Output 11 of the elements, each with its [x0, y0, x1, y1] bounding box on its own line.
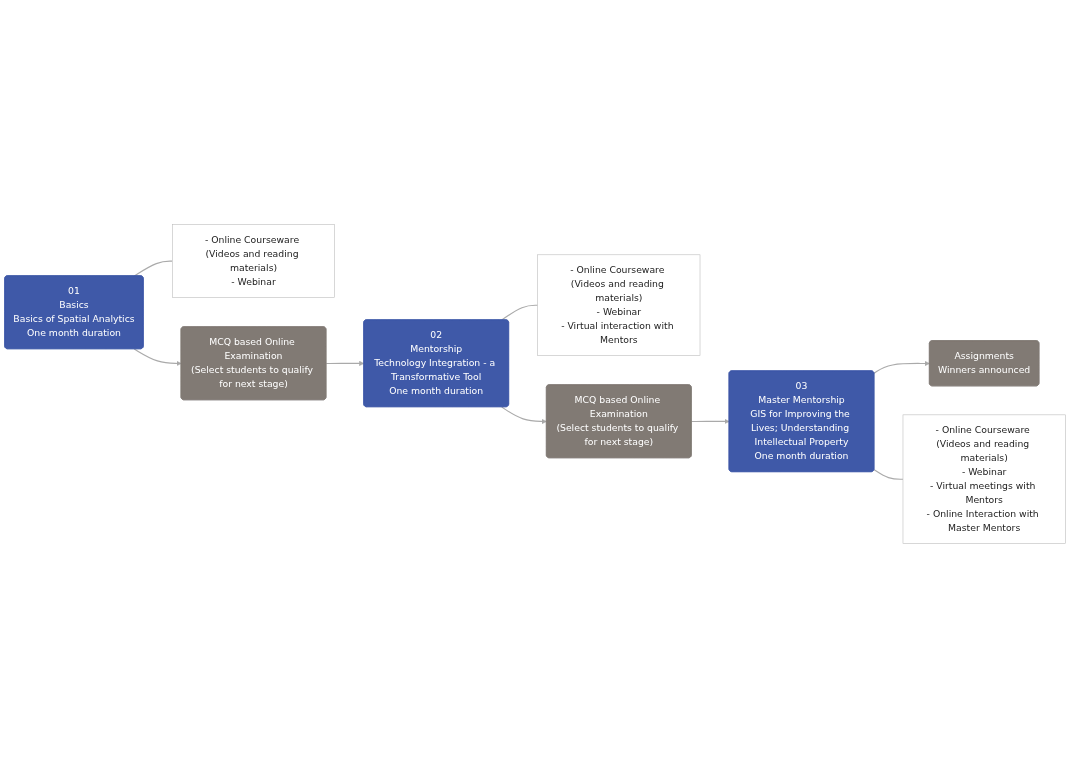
node-box: - Online Courseware (Videos and reading materials) - Webinar - Virtual meetings with Mentors - Online Interaction with Master Mentors — [902, 414, 1066, 544]
arrow — [501, 406, 547, 424]
connector — [873, 469, 904, 480]
arrow — [691, 418, 730, 424]
node-box: - Online Courseware (Videos and reading materials) - Webinar — [172, 224, 335, 298]
arrow — [133, 348, 182, 366]
arrow — [325, 360, 365, 366]
connector — [133, 260, 173, 277]
connector — [501, 304, 539, 321]
node-box: - Online Courseware (Videos and reading materials) - Webinar - Virtual interaction with Mentors — [537, 254, 701, 356]
arrow — [873, 360, 930, 374]
